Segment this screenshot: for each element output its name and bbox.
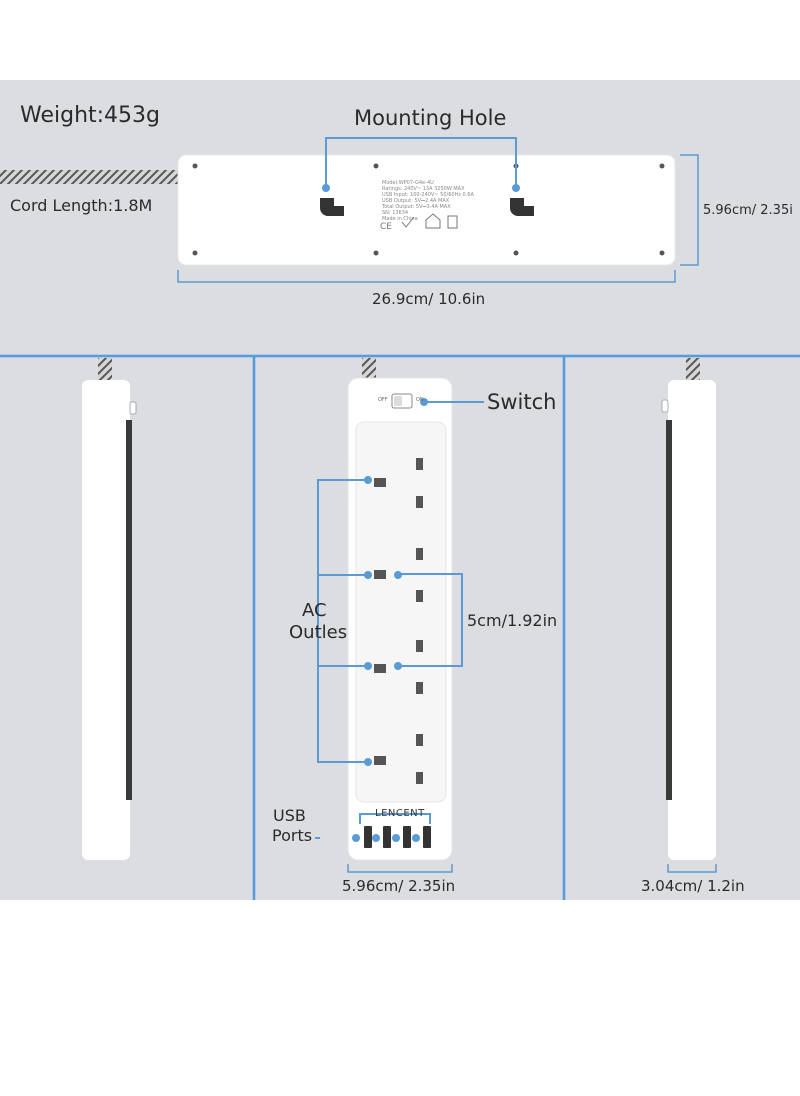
usb-label-line2: Ports [272, 826, 313, 845]
panel-divider-lines [0, 354, 800, 900]
ac-outlets-label-line2: Outles [289, 622, 348, 643]
weight-label: Weight:453g [20, 103, 161, 128]
usb-label-line1: USB [273, 806, 306, 825]
spec-line: SN: 13634 [382, 210, 409, 216]
power-strip-back [177, 154, 676, 266]
outlet-1 [374, 458, 423, 508]
switch-label: Switch [487, 390, 557, 414]
switch-off-label: OFF [378, 397, 388, 403]
mounting-hole-right [510, 198, 534, 216]
outlet-2 [374, 548, 423, 602]
brand-logo: LENCENT [375, 808, 425, 819]
spec-line: USB Input: 100-240V~ 50/60Hz 0.6A [382, 192, 474, 198]
side-body-right [668, 380, 716, 860]
svg-text:CE: CE [380, 222, 392, 232]
outlet-4 [374, 734, 423, 784]
spec-line: Made in China [382, 216, 418, 222]
length-dimension-label: 26.9cm/ 10.6in [372, 290, 486, 308]
spec-label: Model:WP07-G4e-4U Ratings: 240V~ 13A 325… [382, 180, 474, 222]
mounting-hole-left [320, 198, 344, 216]
mounting-hole-label: Mounting Hole [354, 106, 507, 130]
front-width-dim [347, 864, 453, 873]
side-width-dim [667, 864, 717, 873]
outlet-spacing-label: 5cm/1.92in [467, 611, 558, 630]
front-width-label: 5.96cm/ 2.35in [342, 877, 456, 895]
front-callout-dots [352, 398, 428, 842]
cord-length-label: Cord Length:1.8M [10, 196, 153, 215]
certification-marks: CE [380, 213, 458, 232]
switch-on-label: ON [416, 397, 424, 403]
outlet-3 [374, 640, 423, 694]
usb-ports [364, 826, 431, 848]
spec-line: Model:WP07-G4e-4U [382, 180, 434, 186]
side-body-left [82, 380, 130, 860]
mounting-leader-lines [325, 137, 517, 186]
dimension-lines-top [177, 154, 699, 283]
power-cord [0, 170, 180, 184]
spec-line: Total Output: 5V⎓3.4A MAX [382, 204, 451, 210]
screw-holes [192, 163, 665, 256]
spec-line: USB Output: 5V⎓2.4A MAX [382, 198, 450, 204]
depth-dimension-label: 3.04cm/ 1.2in [641, 877, 745, 895]
front-leader-lines [315, 401, 484, 839]
cord-front [362, 358, 376, 382]
ac-outlets-label-line1: AC [302, 600, 327, 621]
height-dimension-label: 5.96cm/ 2.35i [703, 203, 793, 218]
spec-line: Ratings: 240V~ 13A 3250W MAX [382, 186, 465, 192]
